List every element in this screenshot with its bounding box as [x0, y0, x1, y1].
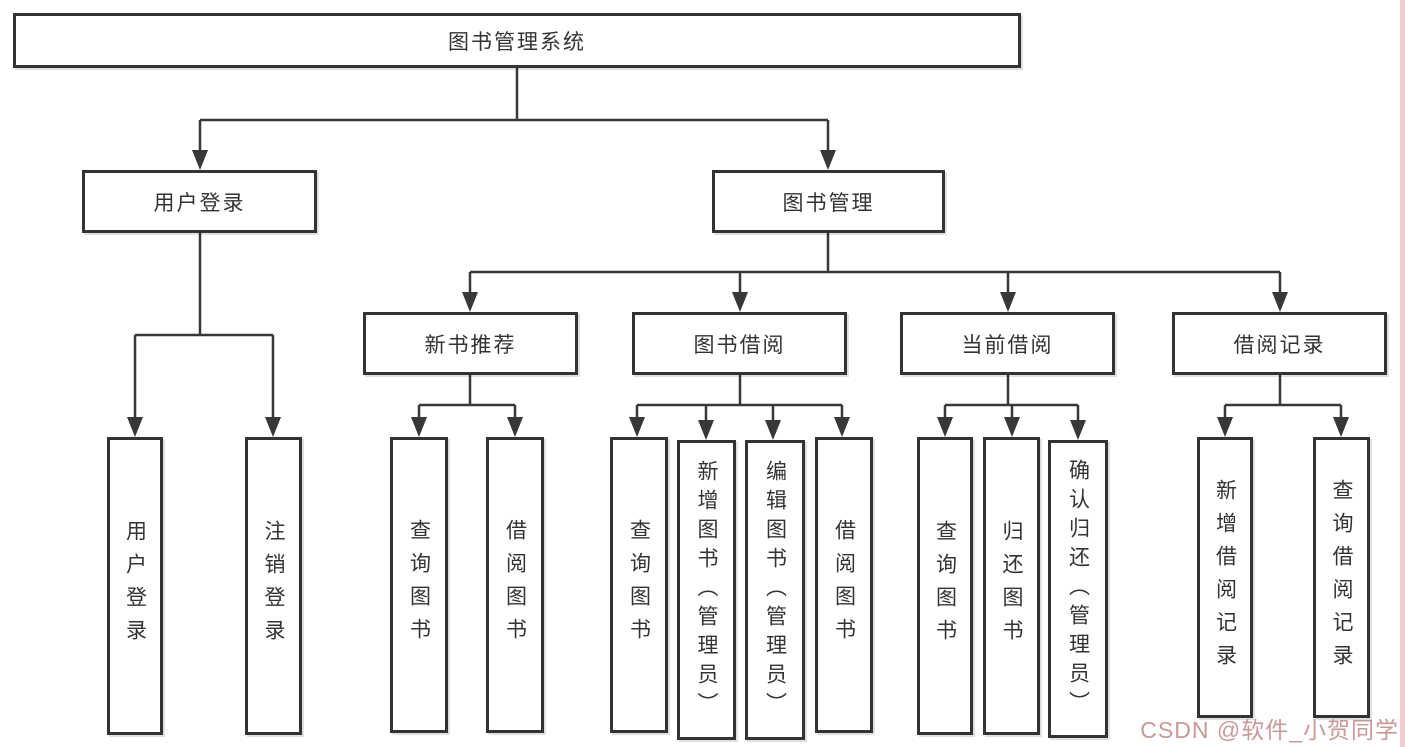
- leaf-bb-edit-books-admin-label: 编辑图书（管理员）: [763, 459, 787, 721]
- leaf-cb-query-books-label: 查询图书: [933, 520, 957, 652]
- leaf-cb-return-books-label: 归还图书: [1000, 520, 1023, 652]
- leaf-nbr-borrow-books-label: 借阅图书: [503, 519, 527, 651]
- leaf-nbr-borrow-books: 借阅图书: [486, 437, 544, 733]
- leaf-bb-add-books-admin-label: 新增图书（管理员）: [695, 459, 718, 721]
- leaf-br-add-record: 新增借阅记录: [1197, 437, 1253, 718]
- leaf-br-query-record: 查询借阅记录: [1313, 437, 1370, 718]
- leaf-logout-label: 注销登录: [262, 520, 285, 652]
- node-root-system: 图书管理系统: [13, 13, 1021, 68]
- leaf-br-add-record-label: 新增借阅记录: [1213, 478, 1237, 677]
- leaf-nbr-query-books-label: 查询图书: [407, 519, 431, 651]
- leaf-cb-confirm-return-admin-label: 确认归还（管理员）: [1066, 458, 1090, 720]
- leaf-user-login-label: 用户登录: [123, 520, 147, 652]
- node-borrowing-records: 借阅记录: [1172, 312, 1387, 375]
- leaf-bb-borrow-books-label: 借阅图书: [832, 519, 856, 651]
- node-book-borrowing: 图书借阅: [632, 312, 847, 375]
- leaf-logout: 注销登录: [245, 437, 302, 735]
- node-user-login: 用户登录: [82, 170, 317, 233]
- node-book-management: 图书管理: [712, 170, 945, 233]
- watermark: CSDN @软件_小贺同学: [1140, 717, 1399, 743]
- leaf-br-query-record-label: 查询借阅记录: [1330, 478, 1353, 677]
- leaf-cb-return-books: 归还图书: [983, 437, 1040, 735]
- leaf-bb-edit-books-admin: 编辑图书（管理员）: [745, 440, 805, 740]
- leaf-cb-confirm-return-admin: 确认归还（管理员）: [1048, 440, 1108, 738]
- leaf-bb-add-books-admin: 新增图书（管理员）: [677, 440, 736, 740]
- leaf-cb-query-books: 查询图书: [917, 437, 973, 735]
- leaf-bb-query-books-label: 查询图书: [627, 519, 651, 651]
- node-new-book-recommendation: 新书推荐: [363, 312, 578, 375]
- leaf-user-login: 用户登录: [107, 437, 163, 735]
- leaf-bb-borrow-books: 借阅图书: [815, 437, 873, 733]
- node-current-borrowing: 当前借阅: [900, 312, 1115, 375]
- leaf-nbr-query-books: 查询图书: [390, 437, 448, 733]
- right-edge-strip: [1400, 0, 1405, 747]
- leaf-bb-query-books: 查询图书: [610, 437, 668, 733]
- arrowhead-icons: [127, 150, 1349, 440]
